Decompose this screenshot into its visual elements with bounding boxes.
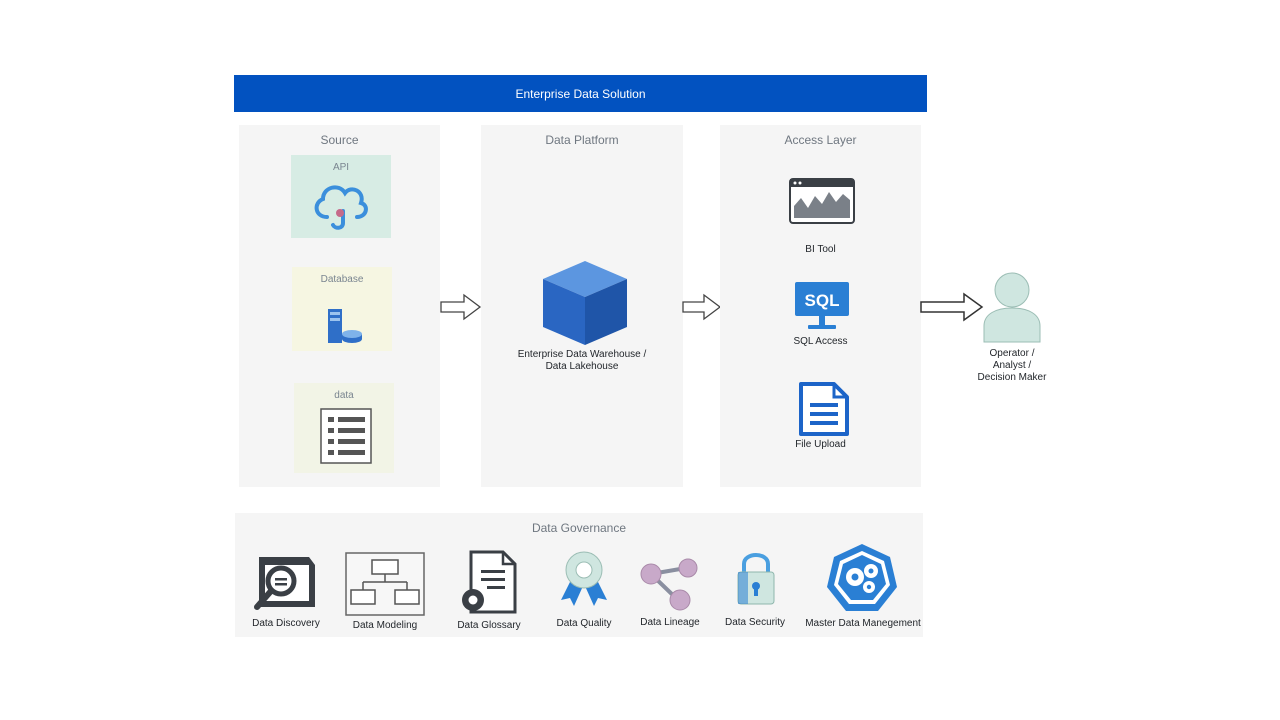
platform-panel: Data Platform Enterprise Data Warehouse … [481, 125, 683, 487]
governance-item-label: Data Lineage [640, 617, 700, 628]
list-document-icon [320, 408, 372, 464]
banner-title: Enterprise Data Solution [515, 86, 646, 101]
access-item-label: File Upload [795, 439, 846, 450]
governance-item-label: Master Data Manegement [805, 618, 921, 629]
discovery-search-icon [254, 557, 315, 610]
source-panel-title: Source [320, 133, 359, 147]
access-panel-title: Access Layer [784, 133, 857, 147]
governance-item-label: Data Glossary [457, 620, 521, 631]
user-label-line2: Analyst / [992, 360, 1032, 371]
platform-item-label: Enterprise Data Warehouse / Data Lakehou… [481, 349, 683, 373]
model-diagram-icon [345, 552, 425, 616]
user-label-line1: Operator / [989, 348, 1035, 359]
source-tile-label: API [332, 162, 350, 173]
person-icon [983, 272, 1041, 343]
sql-badge-text: SQL [805, 291, 840, 310]
access-item-label: SQL Access [793, 336, 848, 347]
governance-item-label: Data Modeling [352, 620, 418, 631]
glossary-gear-icon [462, 550, 517, 614]
quality-ribbon-icon [561, 551, 607, 606]
sql-monitor-icon: SQL [795, 282, 849, 329]
governance-item-label: Data Discovery [252, 618, 320, 629]
governance-item-label: Data Quality [556, 618, 612, 629]
user-label-line3: Decision Maker [977, 372, 1047, 383]
platform-label-line2: Data Lakehouse [545, 361, 619, 372]
user-label: Operator / Analyst / Decision Maker [962, 348, 1062, 384]
governance-item-label: Data Security [724, 617, 786, 628]
platform-panel-title: Data Platform [545, 133, 619, 147]
flow-arrow-icon [440, 293, 482, 321]
flow-arrow-icon [682, 293, 722, 321]
source-tile-label: Database [320, 274, 364, 285]
database-server-icon [328, 309, 362, 343]
access-panel: Access Layer BI Tool SQL SQL Access File… [720, 125, 921, 487]
flow-arrow-icon [920, 292, 984, 322]
platform-label-line1: Enterprise Data Warehouse / [517, 349, 647, 360]
cube-icon [543, 261, 627, 345]
source-tile-api: API [291, 155, 391, 238]
source-tile-label: data [334, 390, 354, 401]
lineage-nodes-icon [640, 558, 698, 611]
source-tile-data: data [294, 383, 394, 473]
solution-banner: Enterprise Data Solution [234, 75, 927, 112]
padlock-icon [737, 553, 775, 605]
document-icon [799, 382, 849, 436]
dashboard-chart-icon [789, 178, 855, 224]
access-item-label: BI Tool [805, 244, 836, 255]
source-panel: Source API Database data [239, 125, 440, 487]
source-tile-database: Database [292, 267, 392, 351]
cloud-icon [314, 185, 368, 230]
governance-panel-title: Data Governance [531, 521, 627, 535]
mdm-gears-icon [827, 544, 897, 611]
